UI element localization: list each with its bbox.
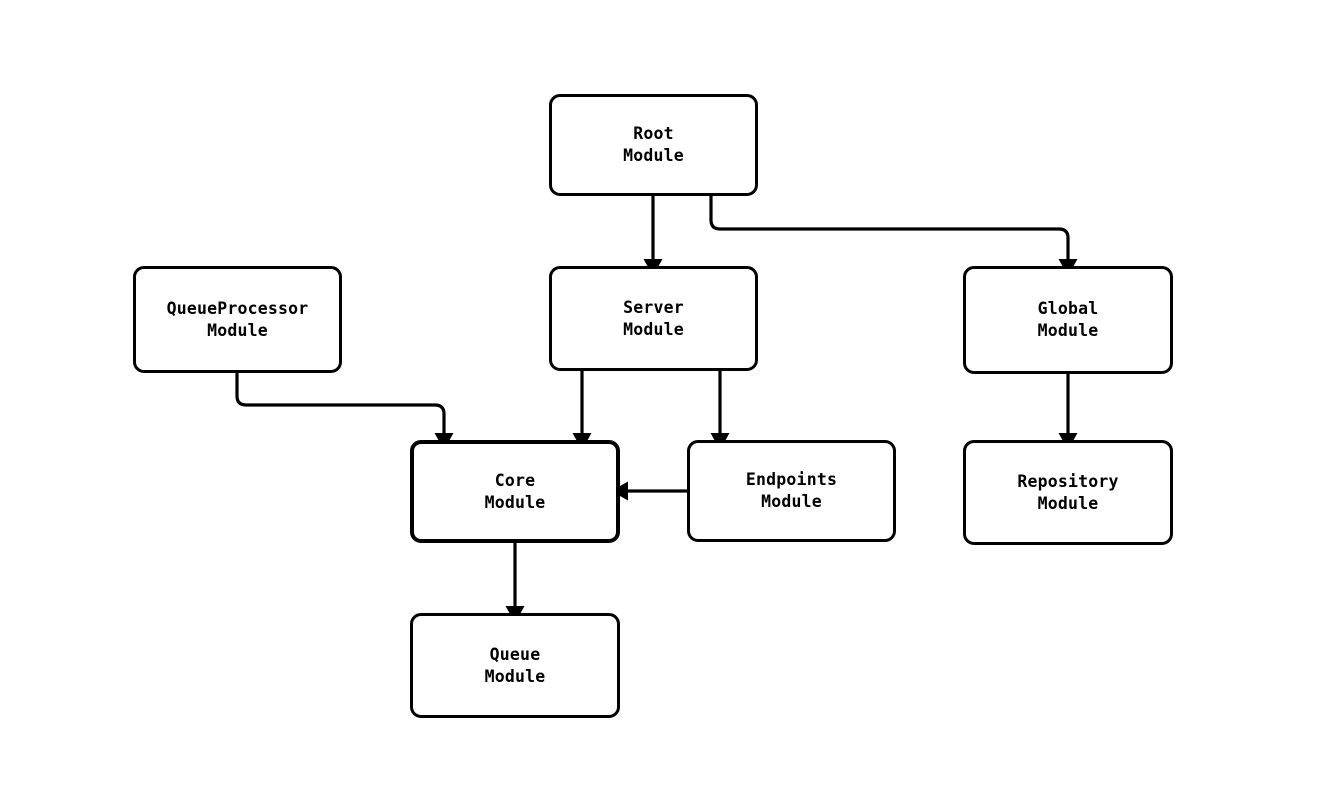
node-global-subtitle: Module <box>1037 321 1099 340</box>
node-server-title: Server <box>623 297 684 317</box>
node-global-title: Global <box>1037 299 1099 318</box>
edge-root-to-global <box>709 196 1070 259</box>
node-queueprocessor-subtitle: Module <box>207 320 268 340</box>
node-endpoints-subtitle: Module <box>761 492 822 511</box>
node-core-subtitle: Module <box>484 492 546 512</box>
node-queue-title: Queue <box>489 644 541 664</box>
node-root-subtitle: Module <box>623 146 684 165</box>
node-endpoints-title: Endpoints <box>745 470 838 489</box>
node-server-subtitle: Module <box>623 319 684 339</box>
node-repository-title: Repository <box>1017 471 1119 491</box>
node-queue-subtitle: Module <box>484 666 546 686</box>
edge-queueprocessor-to-core <box>235 373 446 433</box>
node-queueprocessor-title: QueueProcessor <box>166 298 309 318</box>
node-root-title: Root <box>633 124 674 143</box>
node-core-title: Core <box>494 470 536 490</box>
node-repository-subtitle: Module <box>1037 493 1099 513</box>
